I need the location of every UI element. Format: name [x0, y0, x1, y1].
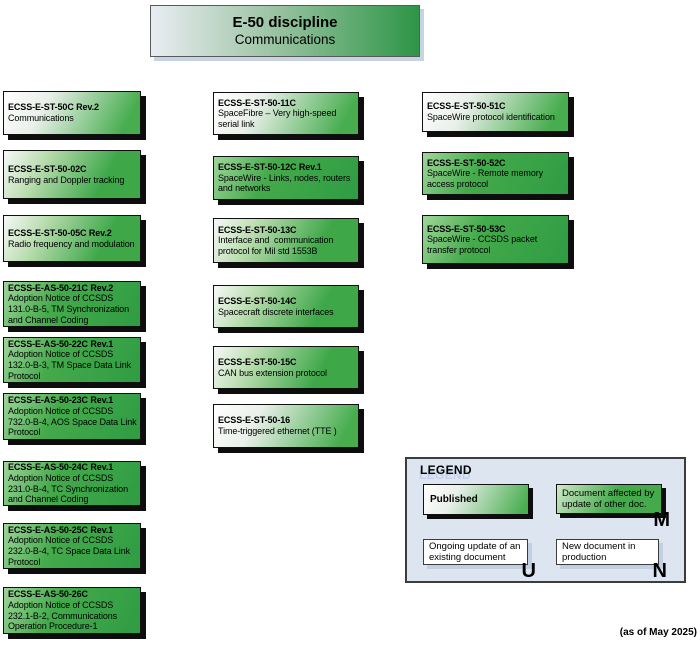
doc-title: ECSS-E-ST-50-53C	[427, 223, 506, 234]
doc-box-ecss-e-st-50-16: ECSS-E-ST-50-16 Time-triggered ethernet …	[213, 404, 359, 448]
doc-desc: SpaceWire protocol identification	[427, 112, 555, 122]
doc-box-ecss-e-as-50-21c: ECSS-E-AS-50-21C Rev.2 Adoption Notice o…	[3, 281, 141, 327]
legend: LEGEND Published Document affected by up…	[405, 457, 686, 583]
legend-item-affected: Document affected by update of other doc…	[556, 484, 670, 530]
doc-box-ecss-e-st-50-05c: ECSS-E-ST-50-05C Rev.2 Radio frequency a…	[3, 215, 141, 262]
doc-desc: Adoption Notice of CCSDS 231.0-B-4, TC S…	[8, 472, 128, 505]
doc-title: ECSS-E-AS-50-26C	[8, 589, 88, 600]
doc-box-ecss-e-st-50c: ECSS-E-ST-50C Rev.2 Communications	[3, 91, 141, 135]
doc-title: ECSS-E-ST-50-52C	[427, 157, 506, 168]
header-title: E-50 discipline	[232, 14, 338, 31]
header-subtitle: Communications	[234, 32, 336, 47]
doc-desc: Radio frequency and modulation	[8, 238, 135, 249]
legend-item-new-document: New document in production N	[556, 539, 667, 581]
doc-box-ecss-e-st-50-11c: ECSS-E-ST-50-11C SpaceFibre – Very high-…	[213, 92, 359, 135]
doc-desc: Spacecraft discrete interfaces	[218, 306, 334, 317]
doc-desc: Adoption Notice of CCSDS 732.0-B-4, AOS …	[8, 405, 137, 438]
doc-box-ecss-e-st-50-15c: ECSS-E-ST-50-15C CAN bus extension proto…	[213, 346, 359, 389]
doc-desc: SpaceWire - CCSDS packet transfer protoc…	[427, 234, 538, 255]
doc-title: ECSS-E-AS-50-23C Rev.1	[8, 395, 114, 406]
doc-desc: Adoption Notice of CCSDS 232.1-B-2, Comm…	[8, 599, 118, 632]
marker-letter-m: M	[653, 509, 670, 531]
doc-desc: Time-triggered ethernet (TTE )	[218, 426, 337, 436]
doc-desc: Interface and communication protocol for…	[218, 235, 334, 256]
header-box: E-50 discipline Communications	[150, 5, 420, 57]
doc-desc: CAN bus extension protocol	[218, 367, 327, 378]
doc-title: ECSS-E-ST-50-11C	[218, 97, 296, 108]
doc-box-ecss-e-st-50-12c: ECSS-E-ST-50-12C Rev.1 SpaceWire - Links…	[213, 156, 359, 200]
legend-label-ongoing-update: Ongoing update of an existing document	[429, 541, 521, 563]
doc-title: ECSS-E-AS-50-22C Rev.1	[8, 338, 114, 349]
doc-desc: Ranging and Doppler tracking	[8, 174, 125, 185]
doc-title: ECSS-E-ST-50-14C	[218, 295, 297, 306]
doc-desc: SpaceFibre – Very high-speed serial link	[218, 108, 337, 129]
doc-title: ECSS-E-ST-50-05C Rev.2	[8, 227, 112, 238]
legend-title: LEGEND	[420, 463, 472, 477]
doc-title: ECSS-E-AS-50-25C Rev.1	[8, 524, 114, 535]
marker-letter-n: N	[652, 560, 667, 582]
doc-desc: SpaceWire - Remote memory access protoco…	[427, 168, 544, 189]
legend-label-published: Published	[430, 494, 478, 505]
doc-box-ecss-e-as-50-25c: ECSS-E-AS-50-25C Rev.1 Adoption Notice o…	[3, 523, 141, 569]
legend-label-new-document: New document in production	[562, 541, 636, 563]
doc-box-ecss-e-st-50-02c: ECSS-E-ST-50-02C Ranging and Doppler tra…	[3, 150, 141, 199]
doc-title: ECSS-E-AS-50-24C Rev.1	[8, 462, 114, 473]
doc-title: ECSS-E-ST-50C Rev.2	[8, 102, 99, 113]
doc-box-ecss-e-st-50-51c: ECSS-E-ST-50-51C SpaceWire protocol iden…	[422, 92, 569, 132]
doc-box-ecss-e-st-50-14c: ECSS-E-ST-50-14C Spacecraft discrete int…	[213, 285, 359, 328]
marker-letter-u: U	[521, 560, 536, 582]
doc-title: ECSS-E-ST-50-12C Rev.1	[218, 162, 322, 173]
doc-desc: SpaceWire - Links, nodes, routers and ne…	[218, 172, 351, 194]
doc-box-ecss-e-as-50-24c: ECSS-E-AS-50-24C Rev.1 Adoption Notice o…	[3, 461, 141, 506]
doc-title: ECSS-E-ST-50-51C	[427, 101, 506, 112]
doc-title: ECSS-E-AS-50-21C Rev.2	[8, 282, 114, 293]
doc-title: ECSS-E-ST-50-15C	[218, 356, 297, 367]
legend-label-affected: Document affected by update of other doc…	[562, 488, 655, 510]
doc-title: ECSS-E-ST-50-16	[218, 415, 291, 426]
doc-desc: Communications	[8, 113, 74, 123]
doc-box-ecss-e-as-50-23c: ECSS-E-AS-50-23C Rev.1 Adoption Notice o…	[3, 393, 141, 440]
doc-desc: Adoption Notice of CCSDS 131.0-B-5, TM S…	[8, 293, 129, 325]
doc-title: ECSS-E-ST-50-02C	[8, 163, 87, 174]
doc-box-ecss-e-st-50-52c: ECSS-E-ST-50-52C SpaceWire - Remote memo…	[422, 152, 569, 195]
doc-desc: Adoption Notice of CCSDS 132.0-B-3, TM S…	[8, 349, 131, 381]
legend-item-ongoing-update: Ongoing update of an existing document U	[423, 539, 536, 581]
doc-box-ecss-e-st-50-53c: ECSS-E-ST-50-53C SpaceWire - CCSDS packe…	[422, 215, 569, 264]
doc-box-ecss-e-as-50-26c: ECSS-E-AS-50-26C Adoption Notice of CCSD…	[3, 587, 141, 634]
doc-box-ecss-e-st-50-13c: ECSS-E-ST-50-13C Interface and communica…	[213, 218, 359, 263]
doc-desc: Adoption Notice of CCSDS 232.0-B-4, TC S…	[8, 535, 131, 567]
legend-item-published: Published	[423, 484, 529, 515]
footnote-date: (as of May 2025)	[619, 627, 697, 638]
doc-title: ECSS-E-ST-50-13C	[218, 224, 297, 235]
doc-box-ecss-e-as-50-22c: ECSS-E-AS-50-22C Rev.1 Adoption Notice o…	[3, 337, 141, 383]
